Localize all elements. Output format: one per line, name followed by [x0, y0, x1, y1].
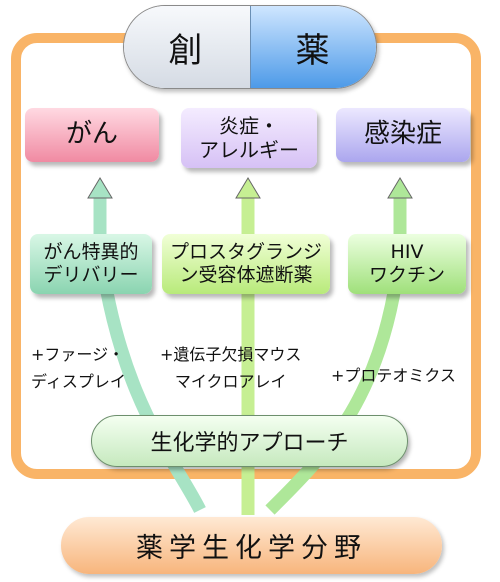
box-prostaglandin-line2: ン受容体遮断薬: [179, 264, 313, 286]
box-cancer-delivery: がん特異的 デリバリー: [30, 234, 152, 294]
department-label: 薬学生化学分野: [136, 533, 367, 564]
capsule-left-half: [124, 6, 250, 88]
biochemical-approach-box: 生化学的アプローチ: [91, 415, 408, 467]
note-knockout-line1: +遺伝子欠損マウス: [160, 345, 302, 364]
approach-label: 生化学的アプローチ: [150, 431, 349, 456]
capsule-shape: [123, 5, 377, 89]
box-hiv-vaccine-line2: ワクチン: [368, 264, 445, 286]
title-right-char: 薬: [295, 30, 332, 71]
note-proteomics-line1: +プロテオミクス: [331, 366, 456, 385]
note-knockout-line2: マイクロアレイ: [174, 372, 287, 392]
note-phage-display: +ファージ・ ディスプレイ: [31, 341, 126, 395]
arrow-mid-head: [235, 177, 261, 199]
capsule-right-half: [249, 6, 376, 88]
target-inflammation-line1: 炎症・: [219, 113, 279, 138]
title-left-char: 創: [168, 30, 205, 71]
capsule-title: 創 薬: [123, 5, 377, 89]
note-knockout-microarray: +遺伝子欠損マウス マイクロアレイ: [160, 341, 301, 395]
box-prostaglandin: プロスタグランジ ン受容体遮断薬: [162, 234, 330, 294]
note-proteomics: +プロテオミクス: [331, 362, 456, 389]
box-hiv-vaccine: HIV ワクチン: [348, 234, 466, 294]
target-inflammation: 炎症・ アレルギー: [181, 108, 317, 168]
target-infection: 感染症: [336, 108, 470, 162]
department-field-box: 薬学生化学分野: [61, 517, 442, 574]
box-prostaglandin-line1: プロスタグランジ: [169, 240, 322, 263]
target-cancer: がん: [25, 108, 159, 162]
box-cancer-delivery-line1: がん特異的: [43, 240, 139, 263]
arrow-right-head: [387, 177, 413, 199]
target-cancer-label: がん: [65, 119, 118, 150]
note-phage-line1: +ファージ・: [31, 345, 125, 364]
box-cancer-delivery-line2: デリバリー: [43, 264, 139, 286]
arrow-left-head: [87, 177, 113, 199]
note-phage-line2: ディスプレイ: [31, 372, 126, 392]
box-hiv-vaccine-line1: HIV: [390, 240, 424, 263]
target-inflammation-line2: アレルギー: [199, 138, 299, 162]
target-infection-label: 感染症: [363, 119, 442, 150]
